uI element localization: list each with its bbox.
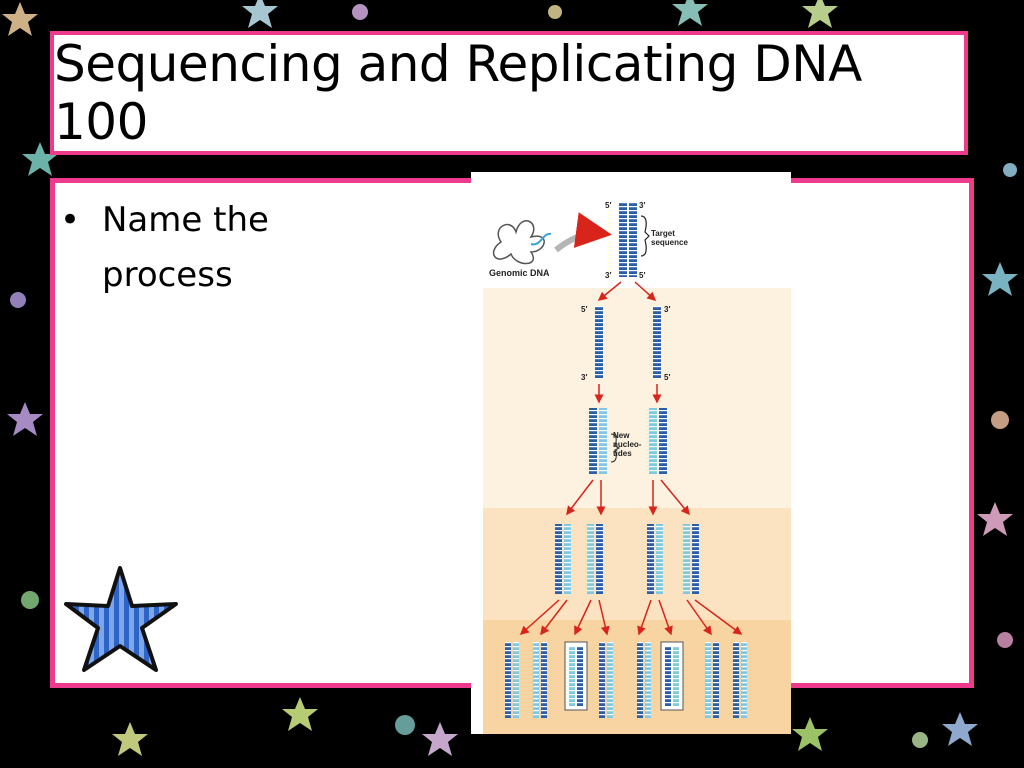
new-strand xyxy=(599,408,607,474)
arrow xyxy=(566,479,594,516)
label-3prime: 3′ xyxy=(605,271,611,280)
target-strand-left xyxy=(619,202,627,277)
slide-title: Sequencing and Replicating DNA 100 xyxy=(54,35,862,151)
target-bracket xyxy=(640,215,650,257)
stage-3-arrows xyxy=(519,599,743,636)
title-box: Sequencing and Replicating DNA 100 xyxy=(50,31,968,155)
label-5prime: 5′ xyxy=(639,271,645,280)
target-strand-right xyxy=(629,202,637,277)
genomic-target-shape xyxy=(530,232,552,246)
bullet-item: Name the process xyxy=(60,193,282,303)
genomic-dna-shape xyxy=(492,220,545,265)
single-strand-right xyxy=(653,306,661,378)
strand xyxy=(589,408,597,474)
transfer-arrow xyxy=(554,212,612,253)
label-3prime: 3′ xyxy=(639,201,645,210)
arrow xyxy=(597,281,622,301)
label-3prime: 3′ xyxy=(581,373,587,382)
single-strand-left xyxy=(595,306,603,378)
label-5prime: 5′ xyxy=(605,201,611,210)
new-strand xyxy=(649,408,657,474)
stage-2-duplexes xyxy=(555,524,699,594)
stage-1-bg xyxy=(483,288,791,508)
label-5prime: 5′ xyxy=(581,305,587,314)
star-clipart xyxy=(64,566,184,681)
label-3prime: 3′ xyxy=(664,305,670,314)
arrow xyxy=(660,479,690,516)
stage-2-bg xyxy=(483,508,791,620)
arrow xyxy=(634,281,657,302)
stage-3-duplexes xyxy=(505,641,747,718)
bullet-list: Name the process xyxy=(60,193,282,303)
label-5prime: 5′ xyxy=(664,373,670,382)
genomic-dna-label: Genomic DNA xyxy=(489,268,550,278)
new-nucleotides-bracket xyxy=(610,433,621,463)
strand xyxy=(659,408,667,474)
